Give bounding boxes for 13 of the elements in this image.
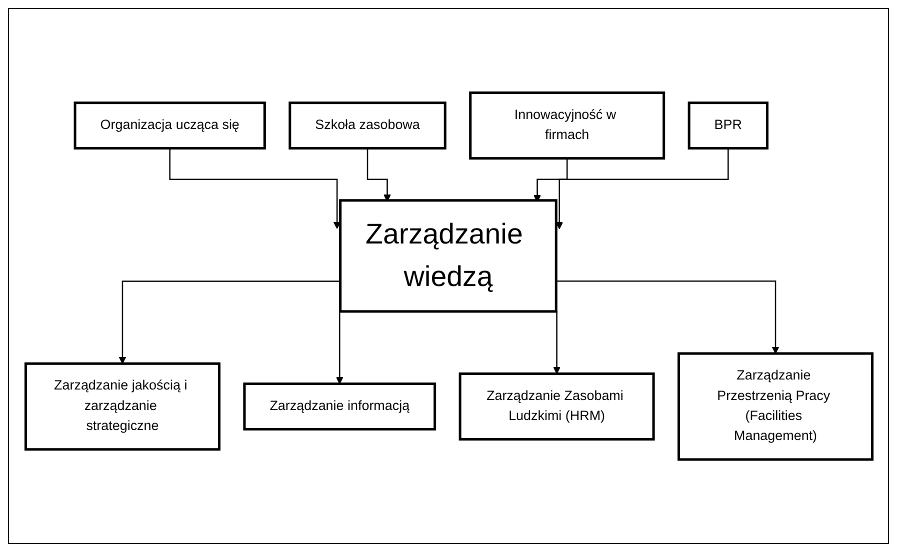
node-box: Innowacyjność w firmach: [468, 91, 665, 160]
node-box: Szkoła zasobowa: [288, 101, 446, 150]
arrow: [168, 148, 340, 229]
node-box: Organizacja ucząca się: [73, 101, 266, 150]
arrow: [556, 280, 779, 354]
node-box: Zarządzanie informacją: [242, 382, 436, 430]
arrow: [118, 280, 340, 364]
node-box: Zarządzanie Przestrzenią Pracy (Facilities Management): [677, 352, 874, 461]
node-box: Zarządzanie Zasobami Ludzkimi (HRM): [458, 372, 654, 440]
node-box: BPR: [687, 101, 768, 150]
arrow: [555, 148, 728, 230]
node-box: Zarządzanie jakością i zarządzanie strategiczne: [24, 362, 220, 451]
node-box: Zarządzanie wiedzą: [338, 199, 557, 313]
